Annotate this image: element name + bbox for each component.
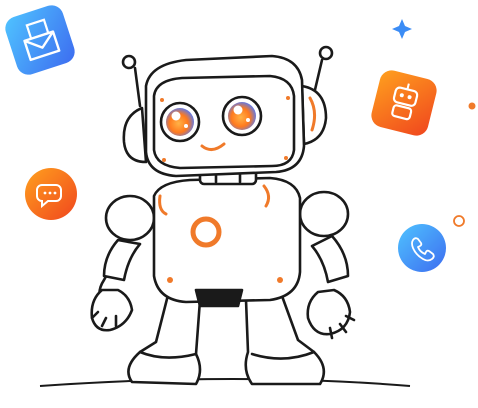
ground-line xyxy=(39,378,411,387)
mail-icon xyxy=(5,5,75,75)
robot-badge-icon xyxy=(371,70,437,136)
sparkle-icon xyxy=(392,19,412,39)
robot xyxy=(90,45,356,386)
accent-ring xyxy=(453,215,465,227)
chat-icon xyxy=(25,168,77,220)
phone-icon xyxy=(398,224,446,272)
accent-dot xyxy=(468,102,476,110)
